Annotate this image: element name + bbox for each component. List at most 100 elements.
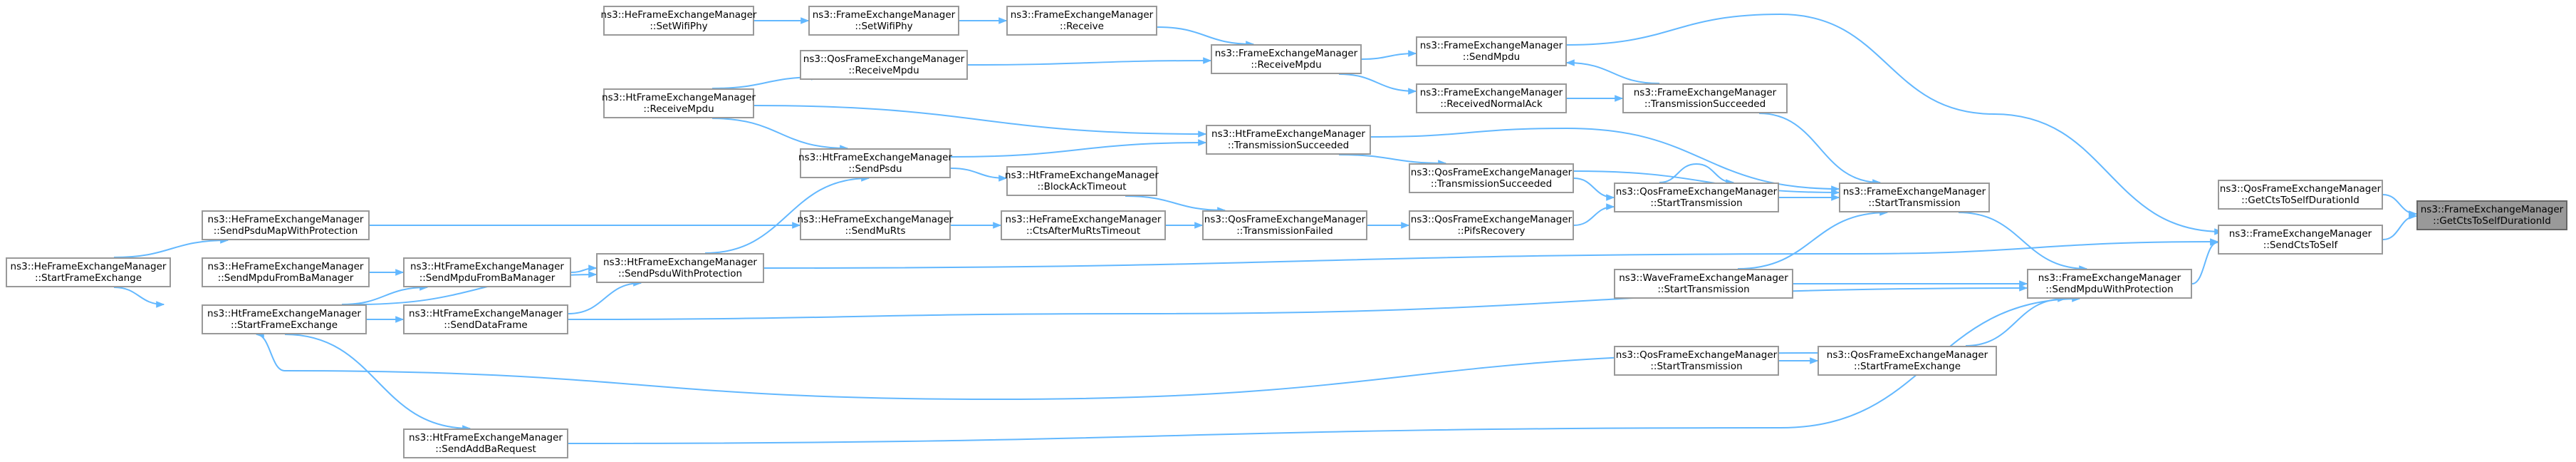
node-class-label: ns3::FrameExchangeManager: [1419, 40, 1563, 51]
node-method-label: ::StartFrameExchange: [34, 272, 142, 284]
call-edge-scts-to-root: [2382, 212, 2418, 240]
call-edge-fsm-to-scts: [1566, 13, 2223, 235]
call-edge-hesfe-to-hespm: [113, 237, 229, 258]
function-node-heca[interactable]: ns3::HeFrameExchangeManager::CtsAfterMuR…: [1001, 210, 1166, 240]
node-method-label: ::StartTransmission: [1868, 197, 1961, 209]
node-class-label: ns3::QosFrameExchangeManager: [1204, 214, 1366, 225]
function-node-htbat[interactable]: ns3::HtFrameExchangeManager::BlockAckTim…: [1005, 166, 1159, 196]
function-node-frm[interactable]: ns3::FrameExchangeManager::ReceiveMpdu: [1211, 44, 1362, 74]
function-node-htsaba[interactable]: ns3::HtFrameExchangeManager::SendAddBaRe…: [403, 428, 568, 458]
node-method-label: ::ReceiveMpdu: [643, 103, 714, 115]
function-node-qst2[interactable]: ns3::QosFrameExchangeManager::StartTrans…: [1614, 346, 1779, 376]
node-method-label: ::PifsRecovery: [1457, 225, 1526, 237]
function-node-smpwp[interactable]: ns3::FrameExchangeManager::SendMpduWithP…: [2027, 269, 2192, 299]
node-method-label: ::SendMpduWithProtection: [2045, 284, 2174, 295]
function-node-fswp[interactable]: ns3::FrameExchangeManager::SetWifiPhy: [808, 6, 959, 36]
function-node-hesmr[interactable]: ns3::HeFrameExchangeManager::SendMuRts: [797, 210, 954, 240]
node-method-label: ::CtsAfterMuRtsTimeout: [1026, 225, 1141, 237]
call-edge-htsdf-to-htspwp: [568, 279, 642, 314]
node-class-label: ns3::QosFrameExchangeManager: [1410, 214, 1573, 225]
function-node-htsp[interactable]: ns3::HtFrameExchangeManager::SendPsdu: [798, 148, 952, 178]
node-method-label: ::SendAddBaRequest: [435, 443, 536, 455]
call-edge-fts-to-fst: [1758, 113, 1882, 186]
node-class-label: ns3::HeFrameExchangeManager: [1005, 214, 1162, 225]
function-node-fst[interactable]: ns3::FrameExchangeManager::StartTransmis…: [1839, 183, 1990, 212]
node-class-label: ns3::FrameExchangeManager: [1214, 48, 1358, 59]
node-method-label: ::StartFrameExchange: [230, 319, 338, 331]
call-edge-htbat-to-qtf: [1125, 195, 1226, 214]
node-class-label: ns3::HeFrameExchangeManager: [10, 261, 167, 272]
call-edge-fst-to-smpwp: [1958, 212, 2088, 272]
node-method-label: ::SendMuRts: [845, 225, 906, 237]
node-class-label: ns3::HtFrameExchangeManager: [1211, 128, 1365, 140]
node-class-label: ns3::HtFrameExchangeManager: [602, 92, 756, 103]
function-node-qrm[interactable]: ns3::QosFrameExchangeManager::ReceiveMpd…: [800, 50, 968, 80]
function-node-fts[interactable]: ns3::FrameExchangeManager::TransmissionS…: [1622, 83, 1788, 113]
node-method-label: ::StartFrameExchange: [1853, 361, 1961, 372]
node-class-label: ns3::QosFrameExchangeManager: [2219, 183, 2382, 195]
call-edge-htsp-to-htbat: [950, 168, 1008, 182]
node-class-label: ns3::HeFrameExchangeManager: [600, 9, 757, 21]
node-class-label: ns3::HtFrameExchangeManager: [207, 308, 361, 319]
node-class-label: ns3::HtFrameExchangeManager: [1005, 170, 1159, 181]
function-node-htts[interactable]: ns3::HtFrameExchangeManager::Transmissio…: [1206, 125, 1371, 155]
function-node-qtf[interactable]: ns3::QosFrameExchangeManager::Transmissi…: [1202, 210, 1367, 240]
node-class-label: ns3::HtFrameExchangeManager: [798, 152, 952, 163]
node-method-label: ::GetCtsToSelfDurationId: [2241, 195, 2359, 206]
function-node-wst[interactable]: ns3::WaveFrameExchangeManager::StartTran…: [1614, 269, 1793, 299]
function-node-htsmba[interactable]: ns3::HtFrameExchangeManager::SendMpduFro…: [403, 257, 571, 287]
node-method-label: ::TransmissionSucceeded: [1430, 178, 1553, 190]
node-method-label: ::TransmissionSucceeded: [1227, 140, 1350, 151]
function-node-fsm[interactable]: ns3::FrameExchangeManager::SendMpdu: [1416, 36, 1567, 66]
node-method-label: ::SendCtsToSelf: [2263, 240, 2338, 251]
call-edge-gctsq-to-root: [2382, 194, 2418, 217]
call-edge-htts-to-fst: [1370, 127, 1840, 192]
node-method-label: ::SendMpduFromBaManager: [217, 272, 354, 284]
node-class-label: ns3::FrameExchangeManager: [2228, 228, 2372, 240]
call-edge-htts-to-qts: [1338, 154, 1447, 167]
node-class-label: ns3::FrameExchangeManager: [2420, 204, 2564, 215]
function-node-qsfe[interactable]: ns3::QosFrameExchangeManager::StartFrame…: [1818, 346, 1997, 376]
node-method-label: ::SendPsduMapWithProtection: [213, 225, 358, 237]
node-class-label: ns3::QosFrameExchangeManager: [1615, 349, 1778, 361]
node-class-label: ns3::HeFrameExchangeManager: [797, 214, 954, 225]
function-node-scts[interactable]: ns3::FrameExchangeManager::SendCtsToSelf: [2218, 225, 2383, 255]
call-edge-htsfe-to-htsaba: [284, 334, 471, 432]
node-method-label: ::ReceiveMpdu: [848, 65, 919, 76]
function-node-htrm[interactable]: ns3::HtFrameExchangeManager::ReceiveMpdu: [602, 88, 756, 118]
node-method-label: ::BlockAckTimeout: [1037, 181, 1127, 192]
function-node-htsfe[interactable]: ns3::HtFrameExchangeManager::StartFrameE…: [202, 304, 367, 334]
node-method-label: ::TransmissionSucceeded: [1644, 98, 1766, 110]
node-method-label: ::StartTransmission: [1650, 361, 1743, 372]
function-node-root: ns3::FrameExchangeManager::GetCtsToSelfD…: [2416, 200, 2567, 230]
call-edge-qsfe-to-htsfe: [255, 331, 1818, 401]
node-class-label: ns3::HtFrameExchangeManager: [603, 257, 757, 268]
node-class-label: ns3::HtFrameExchangeManager: [409, 308, 563, 319]
call-edge-frec-to-frm: [1157, 26, 1255, 48]
function-node-qst[interactable]: ns3::QosFrameExchangeManager::StartTrans…: [1614, 183, 1779, 212]
node-method-label: ::SetWifiPhy: [650, 21, 708, 32]
call-edge-htspwp-to-scts: [763, 238, 2219, 269]
node-method-label: ::SendMpdu: [1462, 51, 1521, 63]
node-class-label: ns3::HtFrameExchangeManager: [410, 261, 564, 272]
function-node-hespm[interactable]: ns3::HeFrameExchangeManager::SendPsduMap…: [202, 210, 370, 240]
function-node-qpr[interactable]: ns3::QosFrameExchangeManager::PifsRecove…: [1409, 210, 1574, 240]
function-node-qts[interactable]: ns3::QosFrameExchangeManager::Transmissi…: [1409, 163, 1574, 193]
function-node-htsdf[interactable]: ns3::HtFrameExchangeManager::SendDataFra…: [403, 304, 568, 334]
function-node-hesfe[interactable]: ns3::HeFrameExchangeManager::StartFrameE…: [6, 257, 171, 287]
function-node-heswp[interactable]: ns3::HeFrameExchangeManager::SetWifiPhy: [600, 6, 757, 36]
function-node-hesmba[interactable]: ns3::HeFrameExchangeManager::SendMpduFro…: [202, 257, 370, 287]
function-node-gctsq[interactable]: ns3::QosFrameExchangeManager::GetCtsToSe…: [2218, 180, 2383, 210]
node-method-label: ::SendPsduWithProtection: [617, 268, 743, 279]
call-edge-htsdf-to-smpwp: [568, 284, 2028, 320]
call-edge-htspwp-to-htsp: [704, 175, 870, 254]
function-node-htspwp[interactable]: ns3::HtFrameExchangeManager::SendPsduWit…: [596, 253, 764, 283]
function-node-frec[interactable]: ns3::FrameExchangeManager::Receive: [1006, 6, 1157, 36]
call-edge-htsfe-to-htsmba: [341, 284, 429, 305]
call-edge-qts-to-fst: [1573, 170, 1840, 196]
node-class-label: ns3::FrameExchangeManager: [2038, 272, 2181, 284]
node-class-label: ns3::FrameExchangeManager: [1010, 9, 1154, 21]
function-node-frna[interactable]: ns3::FrameExchangeManager::ReceivedNorma…: [1416, 83, 1567, 113]
node-method-label: ::TransmissionFailed: [1236, 225, 1333, 237]
call-edge-smpwp-to-scts: [2191, 239, 2219, 284]
